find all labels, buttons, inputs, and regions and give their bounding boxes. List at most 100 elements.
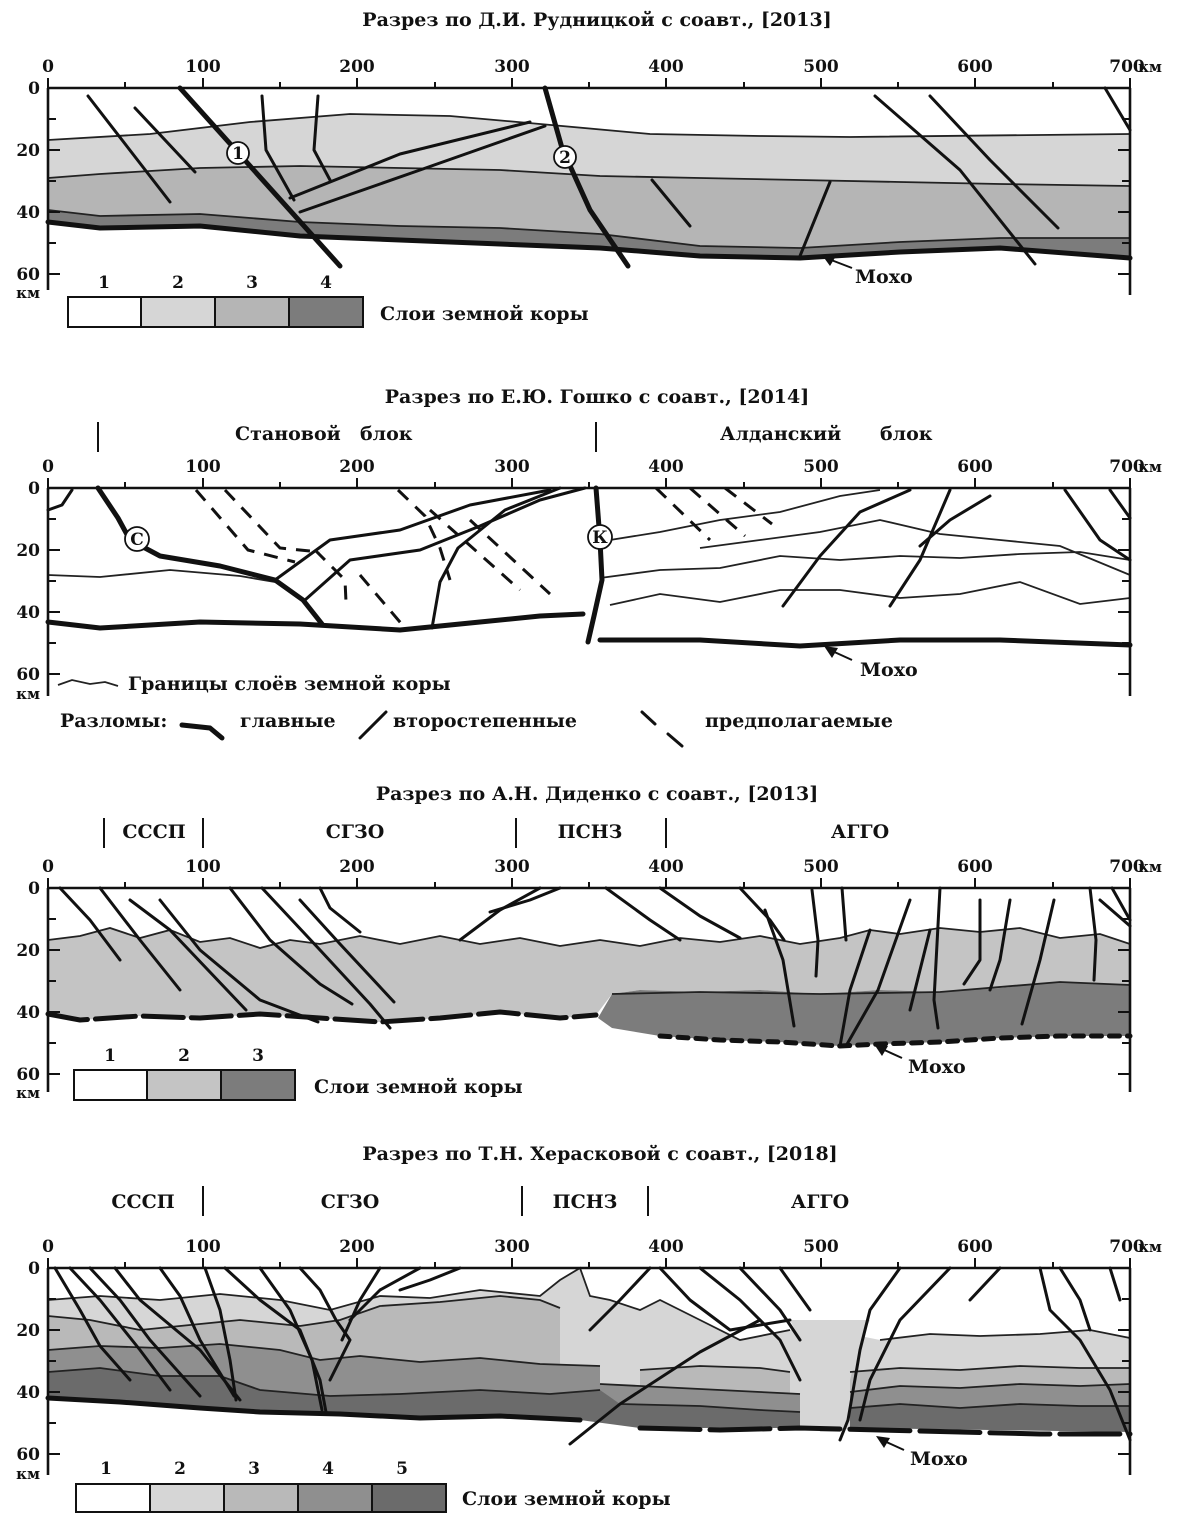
fault-C (95, 485, 325, 627)
svg-text:км: км (16, 1084, 40, 1102)
svg-text:км: км (16, 685, 40, 703)
crust-layer-5-east (850, 1404, 1130, 1432)
svg-text:4: 4 (320, 273, 332, 293)
svg-text:км: км (1138, 458, 1162, 476)
section-didenko: Разрез по А.Н. Диденко с соавт., [2013] … (16, 783, 1162, 1102)
svg-text:700: 700 (1109, 1237, 1145, 1257)
y-axis-ticks: 0 20 40 60 км (16, 879, 1130, 1102)
crust-layer-2 (48, 928, 1130, 1022)
section-title: Разрез по Т.Н. Херасковой с соавт., [201… (362, 1143, 837, 1165)
moho-label: Мохо (910, 1448, 968, 1470)
legend-caption: Слои земной коры (462, 1488, 671, 1510)
svg-text:3: 3 (252, 1046, 264, 1066)
legend-caption: Слои земной коры (380, 303, 589, 325)
layer-legend: 1 2 3 4 Слои земной коры (67, 273, 589, 328)
svg-text:Разломы:: Разломы: (60, 710, 167, 732)
section-goshko: Разрез по Е.Ю. Гошко с соавт., [2014] Ст… (16, 386, 1162, 748)
svg-text:20: 20 (16, 141, 40, 161)
svg-text:700: 700 (1109, 57, 1145, 77)
x-axis-ticks: 0 100 200 300 400 500 600 700 км (42, 57, 1162, 88)
svg-text:300: 300 (494, 1237, 530, 1257)
svg-text:0: 0 (28, 479, 40, 499)
svg-text:500: 500 (803, 57, 839, 77)
moho-boundary-west (45, 1009, 599, 1025)
svg-text:1: 1 (98, 273, 110, 293)
fault-K (585, 485, 605, 645)
svg-text:5: 5 (396, 1459, 408, 1479)
svg-text:200: 200 (339, 1237, 375, 1257)
block-stanovoy-word: Становой (235, 423, 341, 445)
moho-boundary (45, 219, 1133, 261)
svg-text:км: км (1138, 1238, 1162, 1256)
svg-text:400: 400 (648, 1237, 684, 1257)
svg-text:блок: блок (360, 423, 413, 445)
svg-text:4: 4 (322, 1459, 334, 1479)
svg-text:400: 400 (648, 57, 684, 77)
moho-boundary-west (45, 611, 586, 633)
svg-text:400: 400 (648, 457, 684, 477)
svg-text:2: 2 (172, 273, 184, 293)
fault-label-C: С (130, 530, 144, 550)
section-kheraskova: Разрез по Т.Н. Херасковой с соавт., [201… (16, 1143, 1162, 1513)
legend-caption: Слои земной коры (314, 1076, 523, 1098)
moho-label: Мохо (855, 266, 913, 288)
svg-text:0: 0 (28, 1259, 40, 1279)
svg-text:АГГО: АГГО (791, 1191, 849, 1213)
svg-text:предполагаемые: предполагаемые (705, 710, 893, 732)
svg-text:км: км (16, 284, 40, 302)
fault-legend: Границы слоёв земной коры Разломы: главн… (57, 673, 893, 748)
y-axis-ticks: 0 20 40 60 км (16, 479, 1130, 703)
svg-text:40: 40 (16, 1003, 40, 1023)
svg-text:ПСНЗ: ПСНЗ (553, 1191, 618, 1213)
svg-text:0: 0 (42, 1237, 54, 1257)
section-title: Разрез по А.Н. Диденко с соавт., [2013] (376, 783, 818, 805)
fault-label-1: 1 (232, 144, 244, 164)
svg-text:км: км (1138, 858, 1162, 876)
svg-text:главные: главные (240, 710, 336, 732)
svg-text:600: 600 (957, 457, 993, 477)
layer-legend: 1 2 3 Слои земной коры (73, 1046, 523, 1101)
svg-text:1: 1 (100, 1459, 112, 1479)
svg-text:500: 500 (803, 457, 839, 477)
svg-text:600: 600 (957, 857, 993, 877)
svg-text:100: 100 (185, 457, 221, 477)
svg-text:0: 0 (28, 79, 40, 99)
crust-layer-5 (48, 1368, 800, 1428)
svg-text:АГГО: АГГО (831, 821, 889, 843)
svg-text:20: 20 (16, 941, 40, 961)
moho-label: Мохо (908, 1056, 966, 1078)
svg-text:500: 500 (803, 857, 839, 877)
svg-text:км: км (1138, 58, 1162, 76)
svg-text:0: 0 (42, 457, 54, 477)
svg-text:100: 100 (185, 857, 221, 877)
svg-text:600: 600 (957, 57, 993, 77)
svg-text:600: 600 (957, 1237, 993, 1257)
x-axis-ticks: 0 100 200 300 400 500 600 700 км (42, 857, 1162, 888)
crust-layer-2 (48, 114, 1130, 186)
svg-text:60: 60 (16, 665, 40, 685)
svg-text:60: 60 (16, 1065, 40, 1085)
svg-text:1: 1 (104, 1046, 116, 1066)
section-rudnitskaya: Разрез по Д.И. Рудницкой с соавт., [2013… (16, 9, 1162, 328)
svg-text:60: 60 (16, 265, 40, 285)
moho-boundary-west (45, 1395, 583, 1423)
svg-text:300: 300 (494, 457, 530, 477)
svg-text:300: 300 (494, 857, 530, 877)
svg-text:СГЗО: СГЗО (326, 821, 385, 843)
svg-text:0: 0 (42, 57, 54, 77)
x-axis-ticks: 0 100 200 300 400 500 600 700 км (42, 457, 1162, 488)
block-aldan-word: Алданский (720, 423, 841, 445)
svg-text:3: 3 (246, 273, 258, 293)
svg-text:700: 700 (1109, 857, 1145, 877)
svg-text:40: 40 (16, 603, 40, 623)
fault-label-2: 2 (559, 148, 571, 168)
svg-text:20: 20 (16, 1321, 40, 1341)
fault-label-K: К (592, 528, 608, 548)
svg-text:60: 60 (16, 1445, 40, 1465)
svg-text:500: 500 (803, 1237, 839, 1257)
svg-text:40: 40 (16, 203, 40, 223)
svg-text:0: 0 (28, 879, 40, 899)
moho-boundary-east (657, 1033, 1133, 1049)
y-axis-ticks: 0 20 40 60 км (16, 1259, 1130, 1483)
svg-text:СССП: СССП (122, 821, 185, 843)
